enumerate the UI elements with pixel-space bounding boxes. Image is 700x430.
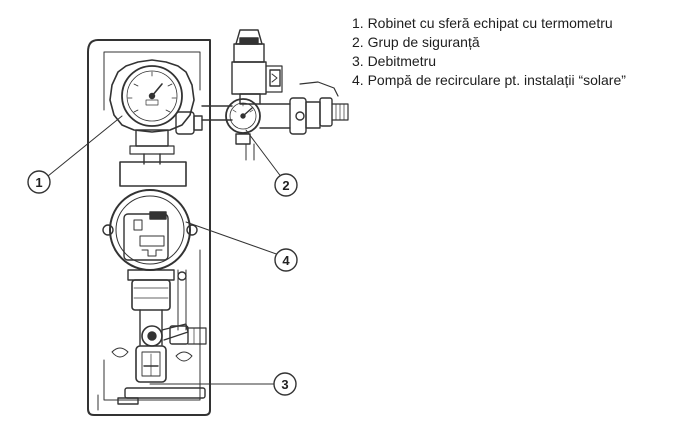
svg-text:2: 2	[282, 178, 289, 193]
callouts: 1 2 4 3	[27, 170, 298, 396]
ball-valve-thermometer	[109, 59, 203, 155]
legend-item-2: 2. Grup de siguranță	[352, 34, 480, 50]
flowmeter-assembly	[111, 269, 207, 383]
safety-group	[225, 29, 349, 161]
legend: 1. Robinet cu sferă echipat cu termometr…	[352, 14, 626, 90]
callout-2: 2	[274, 173, 298, 197]
circulation-pump	[102, 161, 198, 281]
svg-text:1: 1	[35, 175, 42, 190]
svg-text:3: 3	[281, 377, 288, 392]
callout-3: 3	[273, 372, 297, 396]
legend-item-3: 3. Debitmetru	[352, 53, 437, 69]
callout-1: 1	[27, 170, 51, 194]
legend-item-4: 4. Pompă de recirculare pt. instalații “…	[352, 72, 626, 88]
callout-4: 4	[274, 248, 298, 272]
legend-item-1: 1. Robinet cu sferă echipat cu termometr…	[352, 15, 613, 31]
leader-lines	[47, 115, 283, 385]
housing	[87, 39, 211, 416]
svg-text:4: 4	[282, 253, 290, 268]
